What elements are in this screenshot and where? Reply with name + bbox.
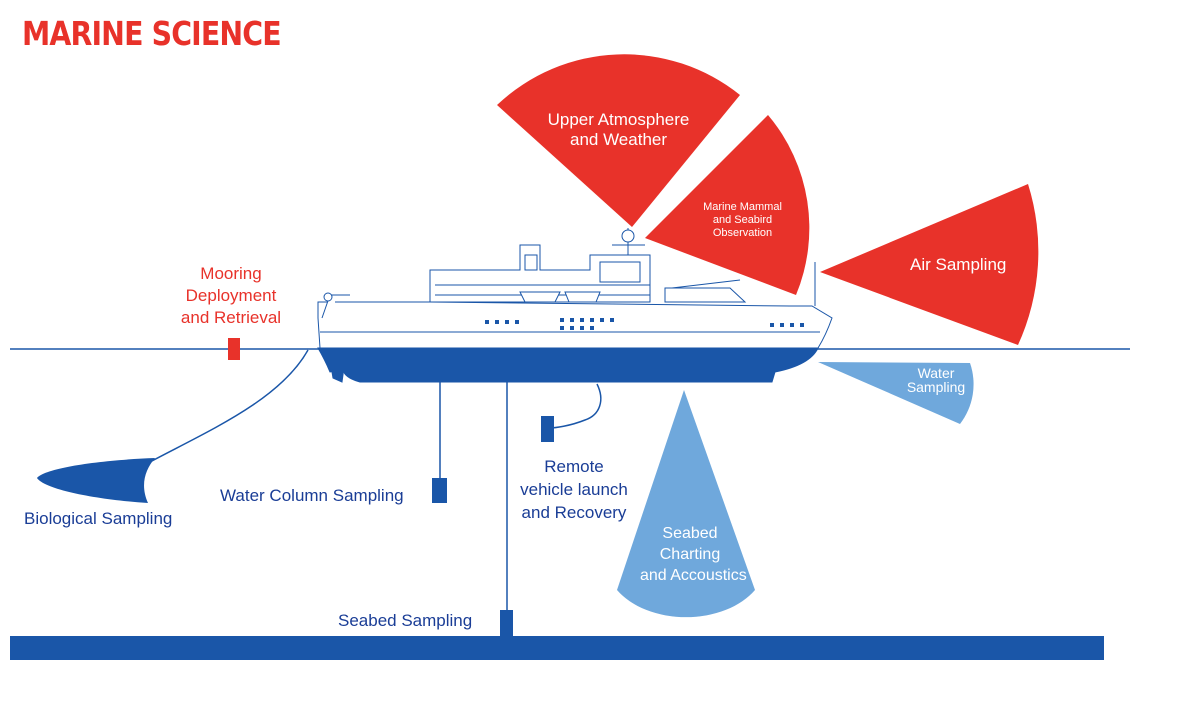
air-sampling-label: Air Sampling: [910, 255, 1007, 274]
upper-atmosphere-label: Upper Atmosphere and Weather: [547, 110, 690, 150]
remote-vehicle-tether: [548, 383, 602, 429]
seabed-sampling-instrument: [500, 610, 513, 638]
remote-vehicle-label: Remote vehicle launch and Recovery: [520, 457, 628, 522]
mooring-buoy: [228, 338, 240, 360]
water-column-instrument: [432, 478, 447, 503]
mooring-label: Mooring Deployment and Retrieval: [180, 264, 282, 328]
research-vessel: [317, 228, 833, 383]
water-column-sampling-label: Water Column Sampling: [220, 486, 404, 505]
page-title: MARINE SCIENCE: [22, 14, 282, 53]
marine-mammal-label: Marine Mammal and Seabird Observation: [703, 201, 782, 240]
seabed-bar: [10, 636, 1104, 660]
upper-atmosphere-sector: [497, 54, 740, 227]
seabed-charting-label: Seabed Charting and Accoustics: [640, 525, 747, 584]
air-sampling-sector: [820, 184, 1039, 345]
biological-sampling-net: [37, 458, 155, 503]
remote-vehicle-instrument: [541, 416, 554, 442]
seabed-charting-sector: [617, 390, 755, 618]
water-sampling-sector: [818, 362, 974, 424]
water-sampling-label: Water Sampling: [906, 365, 966, 395]
biological-sampling-label: Biological Sampling: [24, 509, 173, 528]
marine-mammal-sector: [645, 115, 810, 295]
biological-sampling-cable: [147, 349, 309, 464]
seabed-sampling-label: Seabed Sampling: [338, 611, 473, 630]
